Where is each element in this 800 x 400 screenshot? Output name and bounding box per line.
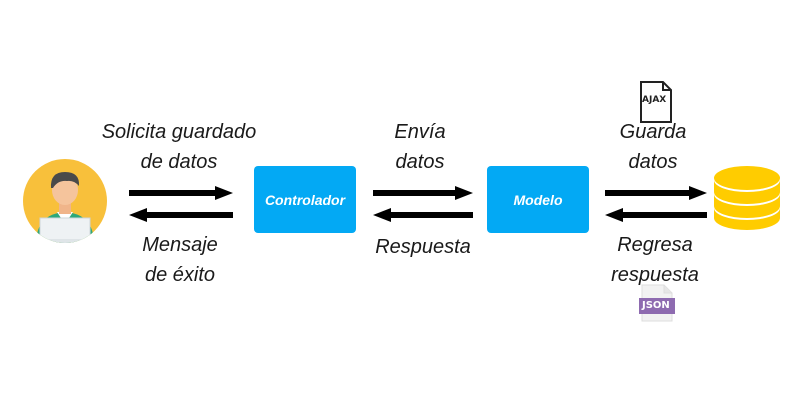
json-file-icon: JSON: [639, 284, 675, 322]
ajax-file-icon: AJAX: [639, 80, 673, 124]
controller-node: Controlador: [254, 166, 356, 233]
arrow-left-controller-to-user: [129, 208, 233, 222]
database-icon: [712, 160, 782, 236]
arrow-right-controller-to-model: [373, 186, 473, 200]
arrow-right-model-to-database: [605, 186, 707, 200]
json-file-label: JSON: [642, 300, 670, 311]
controller-label: Controlador: [264, 191, 346, 208]
arrow-left-model-to-controller: [373, 208, 473, 222]
arrow-right-user-to-controller: [129, 186, 233, 200]
edge-label-request-save: Solicita guardado de datos: [101, 121, 257, 173]
user-avatar-icon: [22, 158, 108, 244]
edge-label-send-data: Envía datos: [394, 121, 446, 173]
edge-label-save-data: Guarda datos: [619, 121, 687, 173]
ajax-file-label: AJAX: [642, 95, 667, 105]
edge-label-response: Respuesta: [375, 236, 471, 258]
model-node: Modelo: [487, 166, 589, 233]
edge-label-return-response: Regresa respuesta: [611, 234, 699, 286]
edge-label-success-message: Mensaje de éxito: [142, 234, 218, 286]
arrow-left-database-to-model: [605, 208, 707, 222]
model-label: Modelo: [513, 191, 563, 208]
